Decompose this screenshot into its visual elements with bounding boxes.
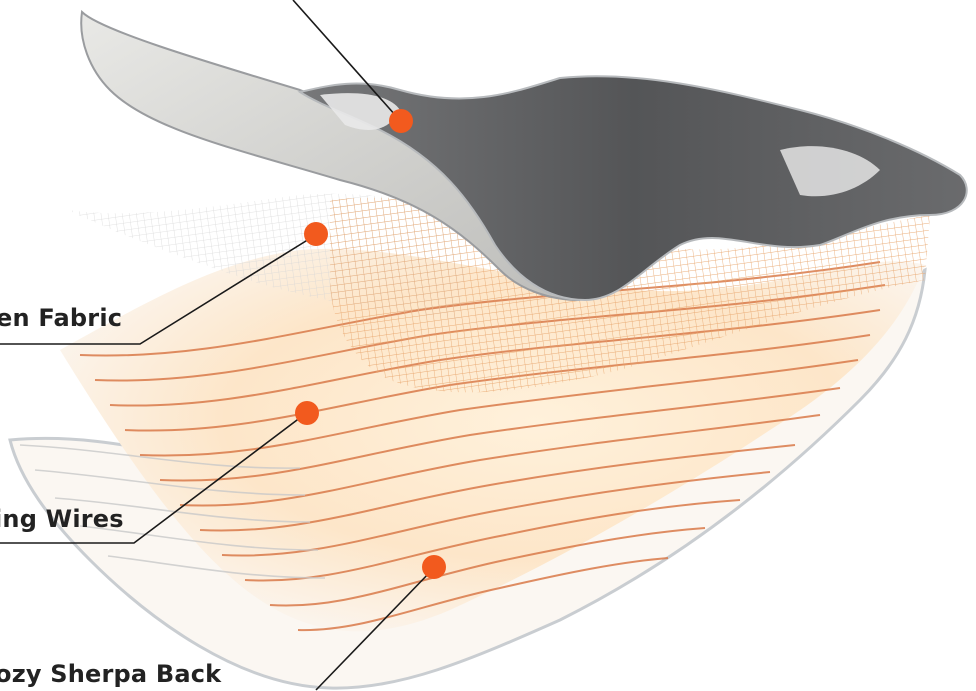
orange-dot-icon [422,555,446,579]
orange-dot-icon [389,109,413,133]
label-fabric-layer: en Fabric [0,304,122,332]
orange-dot-icon [304,222,328,246]
label-sherpa-back: ozy Sherpa Back [0,660,221,688]
orange-dot-icon [295,401,319,425]
label-heating-wires: ing Wires [0,505,124,533]
